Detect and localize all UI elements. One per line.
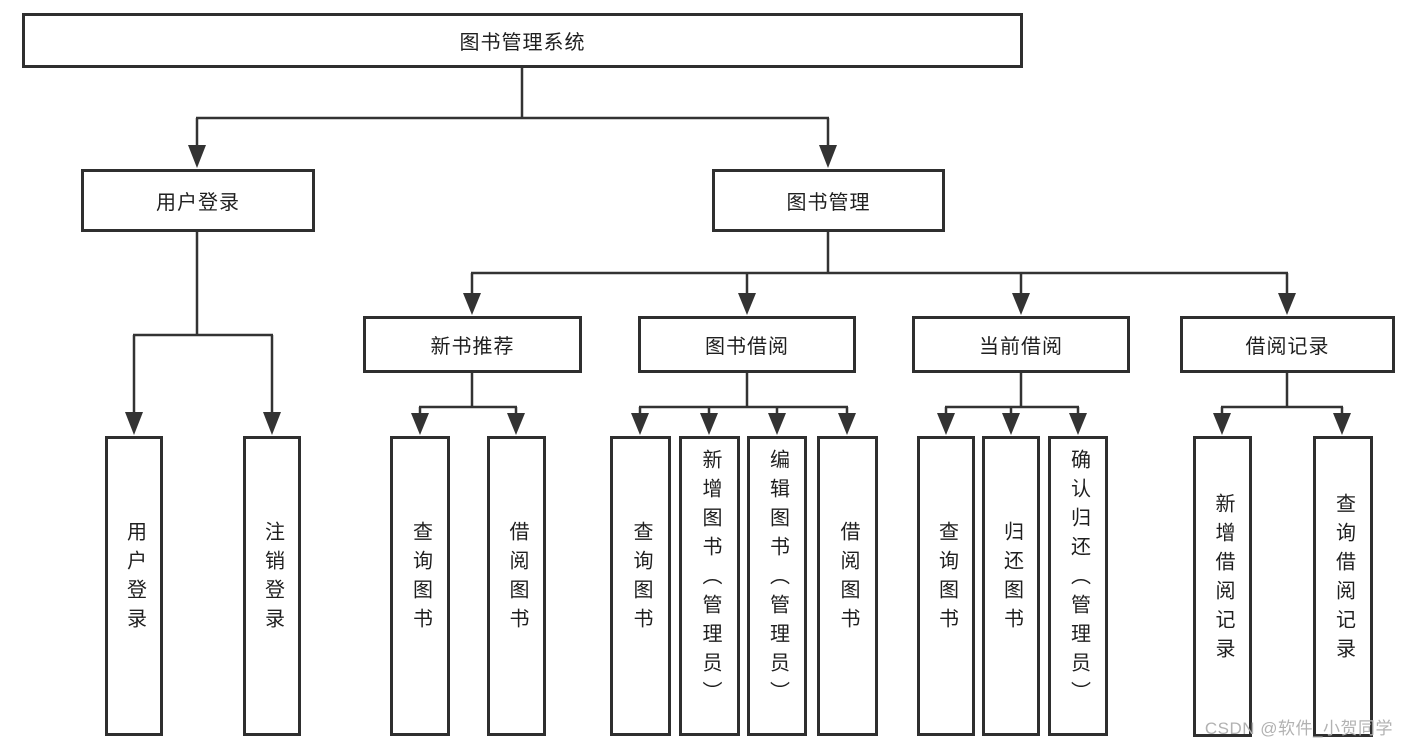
- leaf-logout: 注销登录: [243, 436, 301, 736]
- node-borrow-records: 借阅记录: [1180, 316, 1395, 373]
- leaf-query-book-recommend: 查询图书: [390, 436, 450, 736]
- node-root: 图书管理系统: [22, 13, 1023, 68]
- leaf-borrow-book-recommend: 借阅图书: [487, 436, 546, 736]
- csdn-watermark: CSDN @软件_小贺同学: [1204, 719, 1393, 738]
- leaf-edit-book-admin: 编辑图书（管理员）: [747, 436, 807, 736]
- connector-lines: [132, 68, 1344, 416]
- node-current-borrow: 当前借阅: [912, 316, 1130, 373]
- leaf-borrow-book: 借阅图书: [817, 436, 878, 736]
- arrowheads: [125, 145, 1351, 435]
- node-book-borrow: 图书借阅: [638, 316, 856, 373]
- node-new-book-recommend: 新书推荐: [363, 316, 582, 373]
- leaf-query-book-borrow: 查询图书: [610, 436, 671, 736]
- leaf-add-borrow-record: 新增借阅记录: [1193, 436, 1252, 737]
- leaf-query-borrow-record: 查询借阅记录: [1313, 436, 1373, 737]
- node-user-login: 用户登录: [81, 169, 315, 232]
- leaf-return-book: 归还图书: [982, 436, 1040, 736]
- node-book-management: 图书管理: [712, 169, 945, 232]
- leaf-user-login: 用户登录: [105, 436, 163, 736]
- leaf-query-book-current: 查询图书: [917, 436, 975, 736]
- leaf-confirm-return-admin: 确认归还（管理员）: [1048, 436, 1108, 736]
- leaf-add-book-admin: 新增图书（管理员）: [679, 436, 740, 736]
